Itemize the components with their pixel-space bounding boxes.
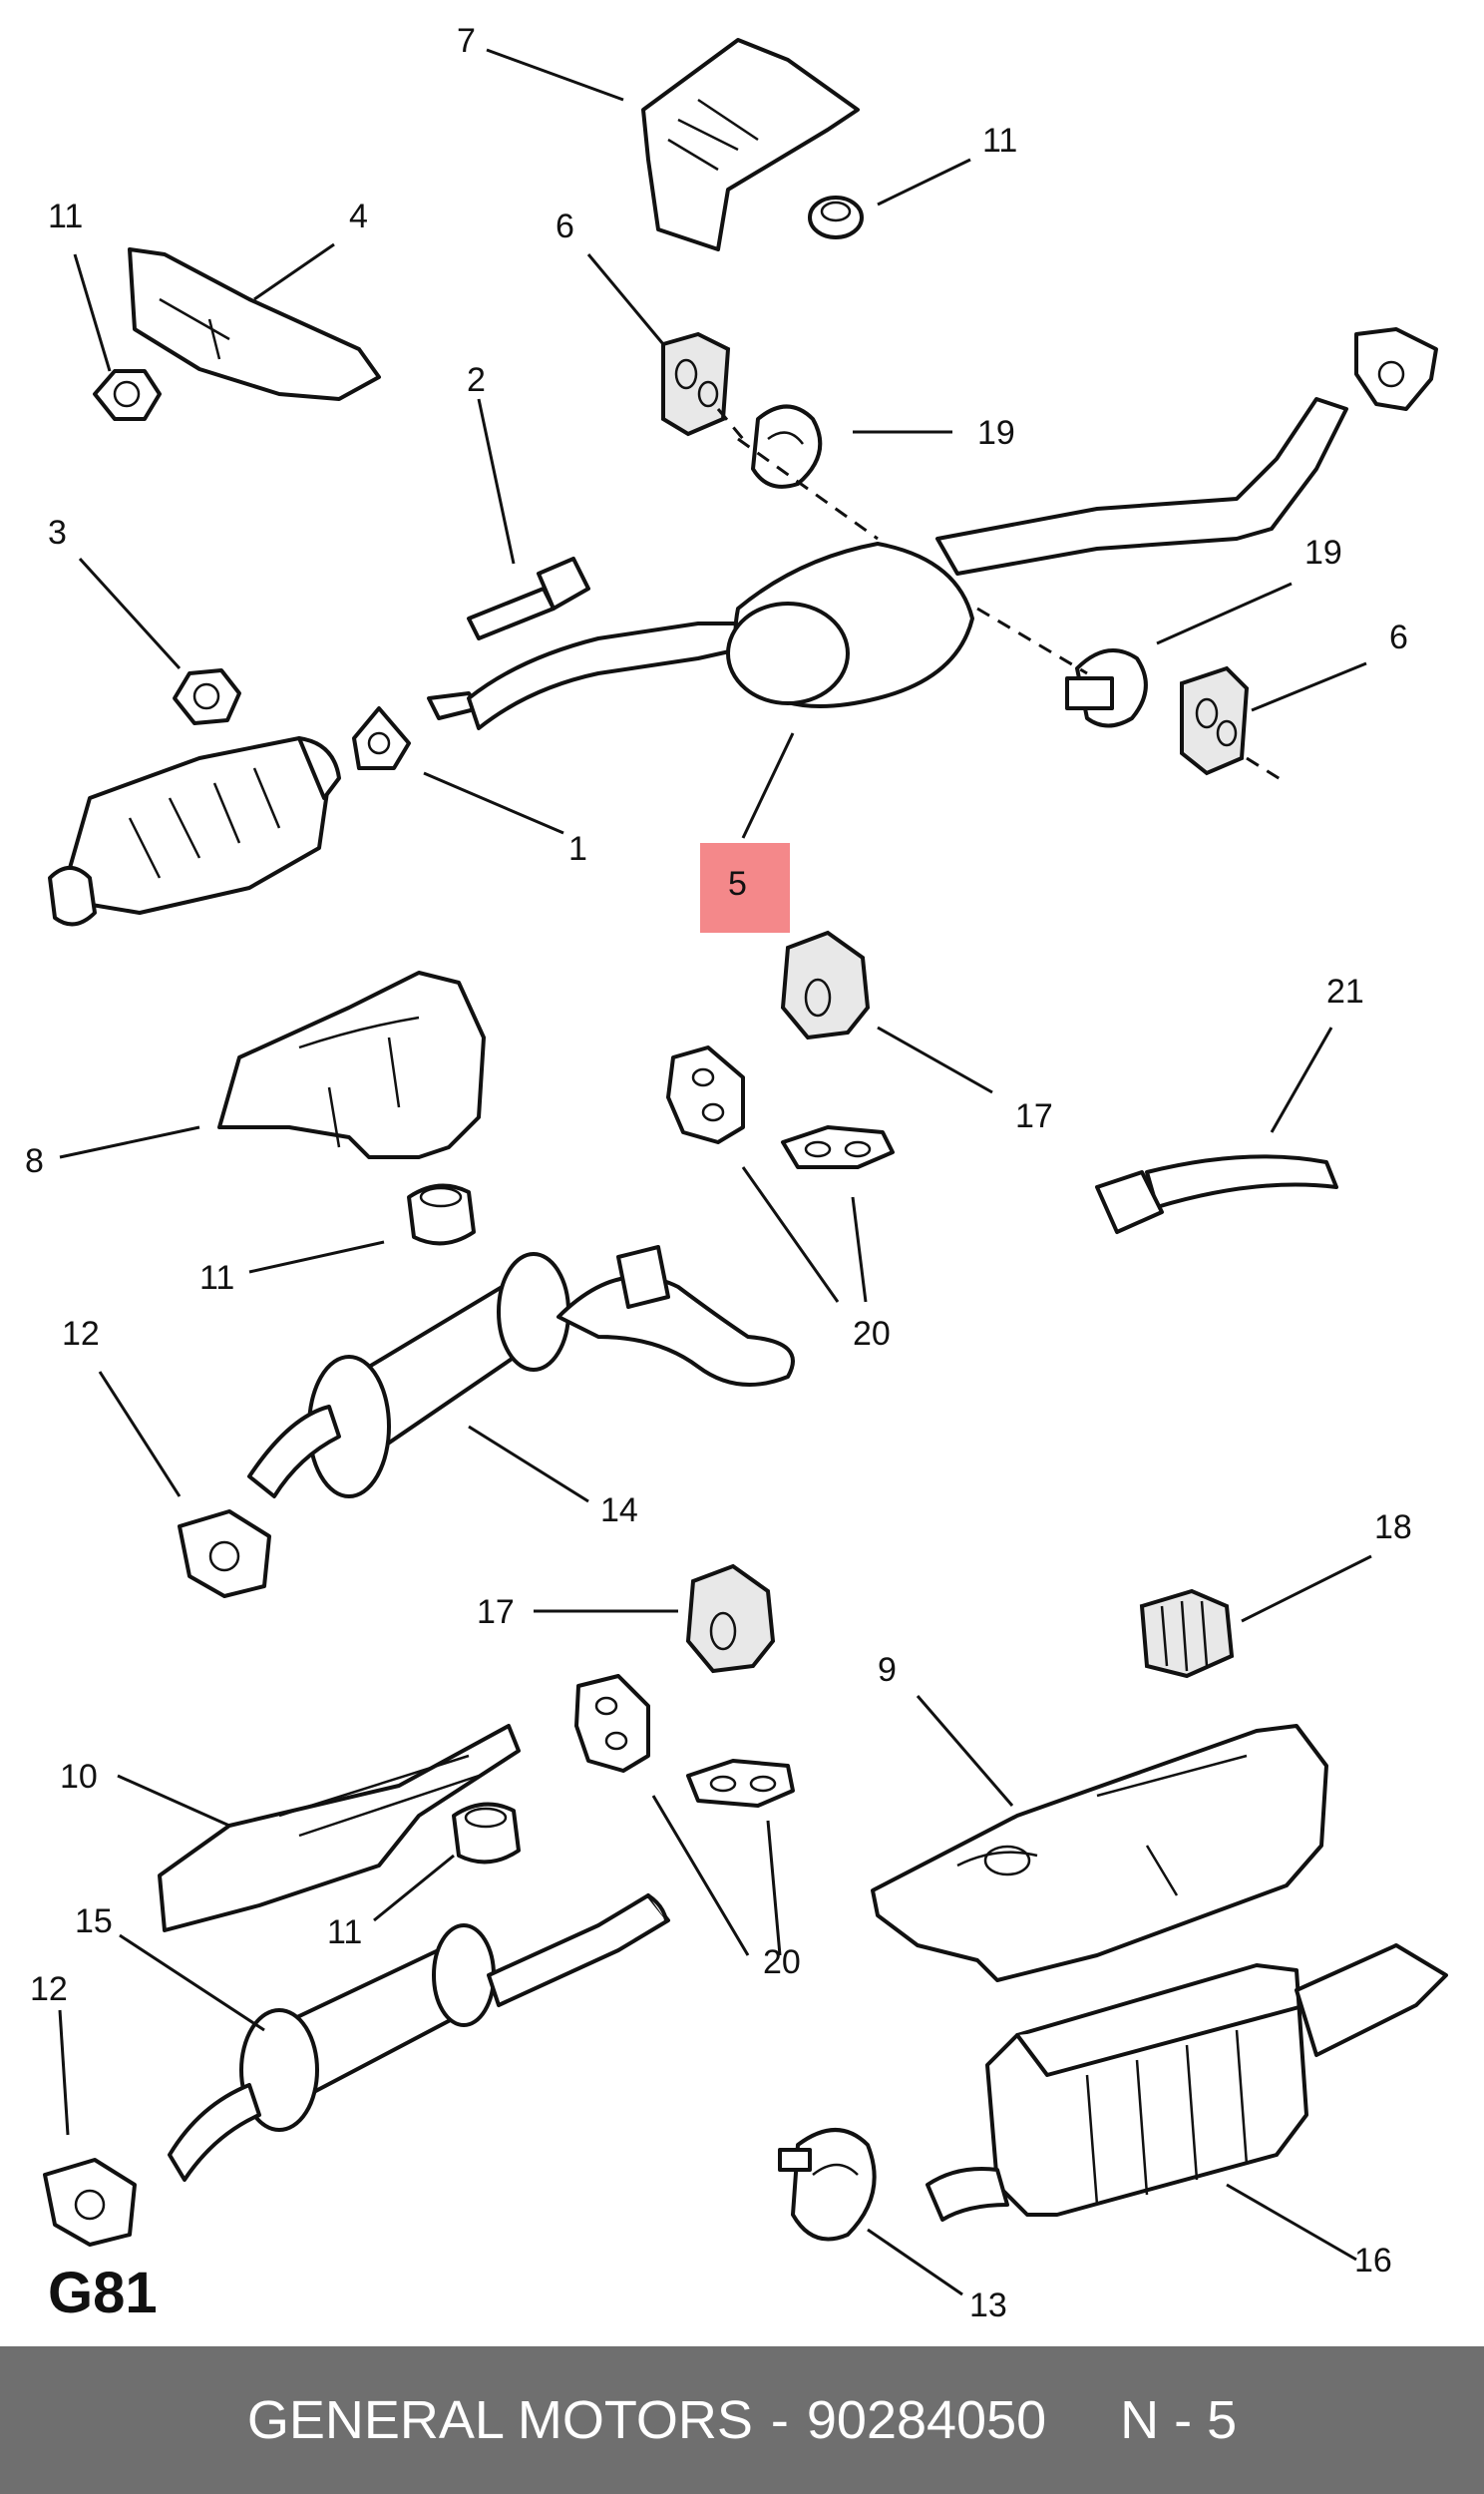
part-grommet-mid xyxy=(407,1183,476,1246)
callout-11-mid: 11 xyxy=(199,1259,234,1297)
part-band-clamp xyxy=(778,2128,877,2242)
part-pipe-flange-top-right xyxy=(1354,327,1438,411)
part-bolt xyxy=(467,557,590,640)
callout-10: 10 xyxy=(60,1758,98,1796)
part-nut-left xyxy=(93,369,162,421)
callout-11-top: 11 xyxy=(982,122,1017,160)
part-heat-shield-rear xyxy=(871,1724,1328,1982)
callout-13: 13 xyxy=(969,2286,1007,2324)
callout-16: 16 xyxy=(1354,2242,1392,2280)
callout-11-lower: 11 xyxy=(327,1913,362,1951)
part-front-muffler xyxy=(168,1893,670,2182)
callout-20-top: 20 xyxy=(853,1315,891,1353)
part-rubber-mount-lower xyxy=(685,1563,776,1674)
callout-5: 5 xyxy=(728,865,747,903)
part-clamp-upper xyxy=(751,404,823,489)
part-catalytic-converter xyxy=(48,736,341,927)
callout-11-left: 11 xyxy=(48,198,83,235)
part-grommet-lower xyxy=(452,1802,521,1865)
callout-14: 14 xyxy=(600,1491,638,1529)
callout-12-mid: 12 xyxy=(62,1315,100,1353)
callout-12-lower: 12 xyxy=(30,1970,68,2008)
footer-separator: - xyxy=(770,2390,789,2450)
callout-9: 9 xyxy=(878,1651,897,1689)
callout-15: 15 xyxy=(75,1902,113,1940)
footer-ref: N - 5 xyxy=(1120,2390,1238,2450)
footer-brand: GENERAL MOTORS xyxy=(246,2390,753,2450)
part-clamp-lower xyxy=(43,2158,137,2247)
part-grommet-top xyxy=(808,196,864,239)
part-heat-shield-long xyxy=(158,1724,521,1932)
part-gasket-flange xyxy=(352,706,411,770)
callout-8: 8 xyxy=(25,1142,44,1180)
part-gasket-lower-b xyxy=(686,1759,795,1808)
part-gasket-lower-a xyxy=(574,1674,650,1773)
callout-18: 18 xyxy=(1374,1508,1412,1546)
part-rubber-mount-upper xyxy=(780,930,871,1040)
part-heat-shield-front xyxy=(217,971,486,1159)
footer-bar: GENERAL MOTORS - 90284050 N - 5 xyxy=(0,2346,1484,2494)
callout-2: 2 xyxy=(467,361,486,399)
part-heat-shield-bracket xyxy=(641,38,860,251)
callout-19-right: 19 xyxy=(1304,534,1342,572)
part-gasket-upper-b xyxy=(781,1125,895,1169)
part-gasket-upper-a xyxy=(666,1045,745,1144)
callout-7: 7 xyxy=(457,22,476,60)
callout-6-top: 6 xyxy=(556,208,574,245)
highlight-part-5 xyxy=(700,843,790,933)
diagram-code: G81 xyxy=(48,2261,158,2325)
part-rubber-hanger-right xyxy=(1180,665,1250,776)
callout-20-lower: 20 xyxy=(763,1943,801,1981)
callout-4: 4 xyxy=(349,198,368,235)
part-rubber-hanger-upper xyxy=(661,331,731,437)
callout-17-lower: 17 xyxy=(477,1593,515,1631)
part-rubber-block xyxy=(1139,1588,1235,1679)
callout-6-right: 6 xyxy=(1389,619,1408,656)
callout-17-top: 17 xyxy=(1015,1097,1053,1135)
part-rear-muffler xyxy=(247,1245,795,1498)
callout-19-top: 19 xyxy=(977,414,1015,452)
part-tail-pipe xyxy=(1095,1154,1338,1234)
exhaust-system-diagram: 7 11 6 4 11 2 19 3 19 6 1 5 17 21 8 20 1… xyxy=(25,22,1448,2325)
callout-1: 1 xyxy=(568,830,587,868)
footer-part-number: 90284050 xyxy=(806,2390,1047,2450)
callout-21: 21 xyxy=(1326,973,1364,1011)
part-center-muffler xyxy=(427,397,1348,730)
part-rear-silencer xyxy=(926,1943,1448,2222)
part-clamp-right xyxy=(1065,648,1148,728)
leader-lines xyxy=(58,48,1372,2296)
part-nut-3 xyxy=(173,668,241,725)
part-clamp-mid xyxy=(178,1509,271,1598)
callout-3: 3 xyxy=(48,514,67,552)
part-heat-shield-plate xyxy=(128,247,381,401)
